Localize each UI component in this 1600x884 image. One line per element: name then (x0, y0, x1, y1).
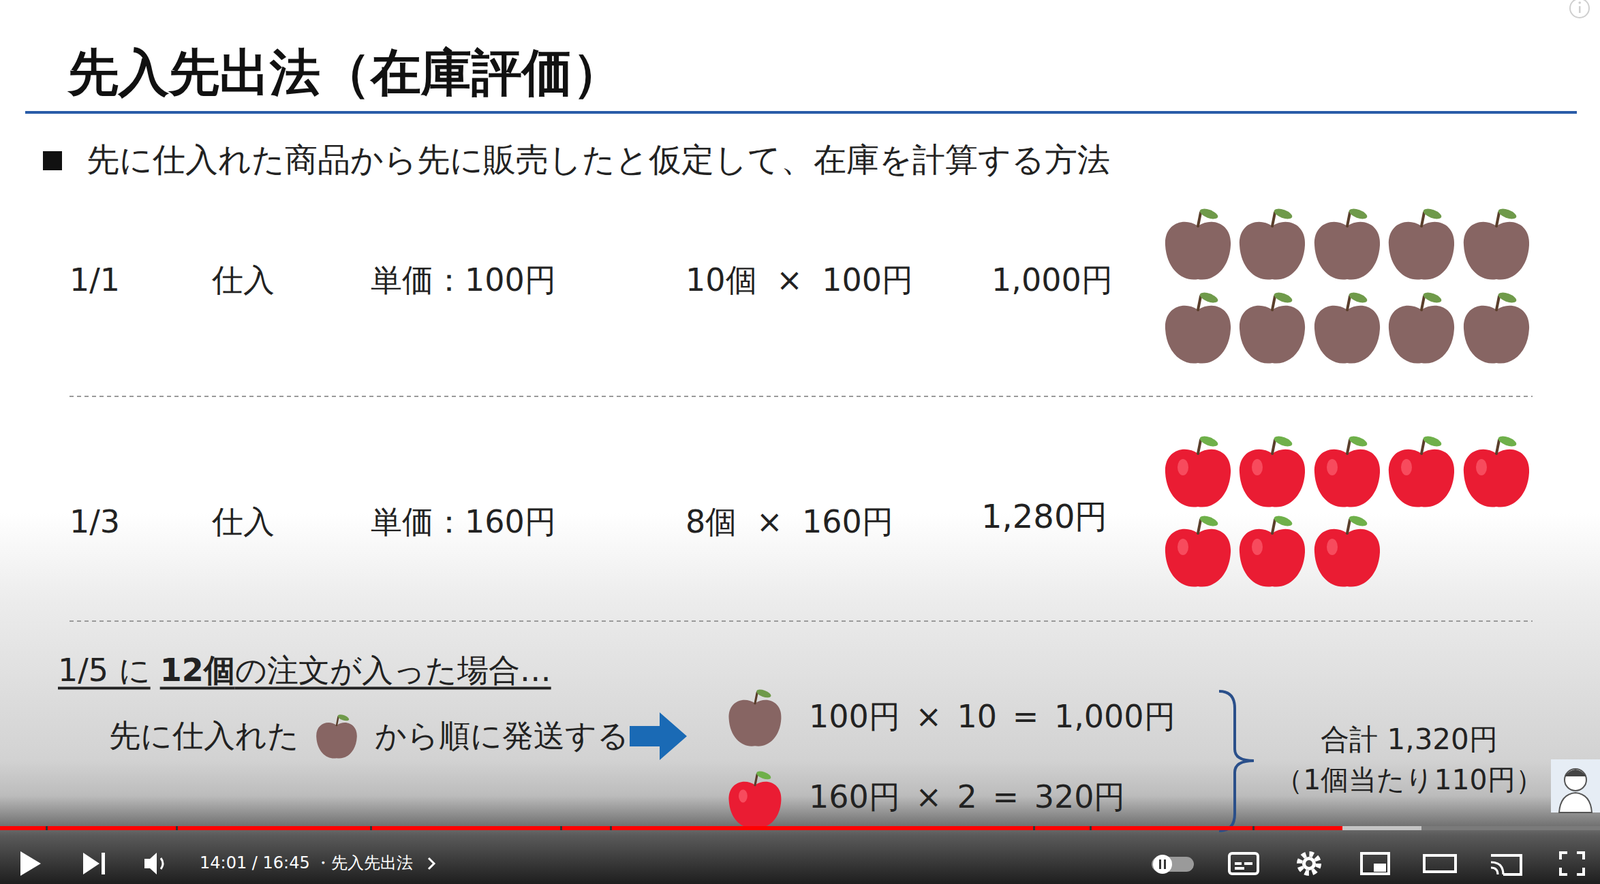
definition-text: 先に仕入れた商品から先に販売したと仮定して、在庫を計算する方法 (86, 140, 1111, 180)
amount-cell: 1,000円 (991, 261, 1113, 300)
order-heading-part: の注文が入った場合… (235, 652, 552, 689)
quantity-cell: 10個 × 100円 (685, 261, 914, 300)
quantity-cell: 8個 × 160円 (685, 503, 894, 542)
order-quantity: 12個 (160, 652, 236, 689)
unit-cost-text: （1個当たり110円） (1274, 763, 1543, 798)
order-heading: 1/5 に12個の注文が入った場合… (57, 652, 552, 690)
shipping-text: から順に発送する (374, 717, 629, 756)
order-heading-part: 1/5 に (57, 652, 151, 689)
slide-title: 先入先出法（在庫評価） (68, 42, 623, 103)
calculation-text: 100円 × 10 = 1,000円 (808, 698, 1176, 736)
action-cell: 仕入 (211, 503, 275, 542)
total-text: 合計 1,320円 (1320, 722, 1498, 758)
calculation-text: 160円 × 2 = 320円 (808, 778, 1126, 817)
date-cell: 1/1 (69, 261, 120, 300)
unit-price-cell: 単価：160円 (370, 503, 557, 542)
amount-cell: 1,280円 (981, 497, 1108, 537)
shipping-text: 先に仕入れた (109, 717, 300, 756)
unit-price-cell: 単価：100円 (370, 261, 557, 300)
date-cell: 1/3 (69, 503, 120, 542)
player-time: 14:01 / 16:45 ・先入先出法 (199, 853, 413, 874)
action-cell: 仕入 (211, 261, 275, 300)
